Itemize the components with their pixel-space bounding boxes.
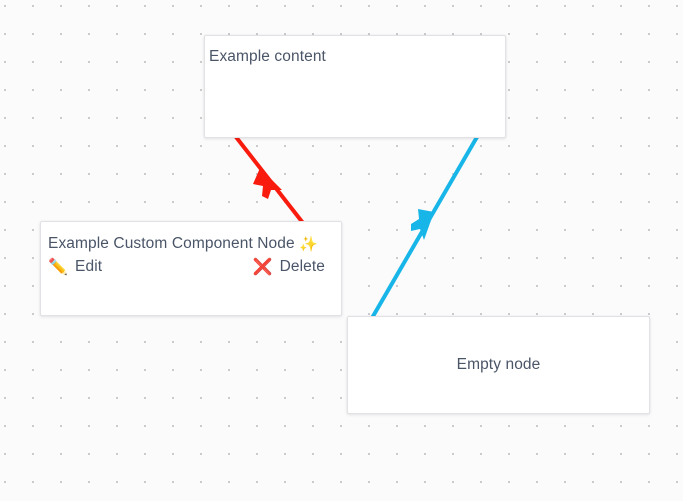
delete-button-label: Delete xyxy=(279,258,325,275)
node-custom-component[interactable]: Example Custom Component Node ✨ ✏️ Edit … xyxy=(40,221,342,316)
sparkles-emoji: ✨ xyxy=(299,235,318,253)
node-example-content-text: Example content xyxy=(209,48,326,65)
pencil-emoji: ✏️ xyxy=(48,257,69,276)
node-empty-text: Empty node xyxy=(456,356,541,373)
node-action-bar: ✏️ Edit ❌ Delete xyxy=(48,258,335,276)
edge-line-cyan xyxy=(370,135,479,320)
edge-content-to-custom xyxy=(234,135,305,225)
cross-mark-emoji: ❌ xyxy=(252,257,273,276)
edge-line-red xyxy=(234,135,305,225)
edit-button[interactable]: ✏️ Edit xyxy=(48,258,102,276)
edit-button-label: Edit xyxy=(75,258,103,275)
edge-arrowhead-cyan xyxy=(411,209,434,240)
node-example-content[interactable]: Example content xyxy=(204,35,506,138)
node-custom-component-title: Example Custom Component Node ✨ xyxy=(48,231,335,257)
edge-content-to-empty xyxy=(370,135,479,320)
node-empty[interactable]: Empty node xyxy=(347,316,650,414)
edge-arrowhead-red xyxy=(253,168,282,199)
delete-button[interactable]: ❌ Delete xyxy=(253,258,325,276)
node-custom-component-title-text: Example Custom Component Node xyxy=(48,235,295,252)
